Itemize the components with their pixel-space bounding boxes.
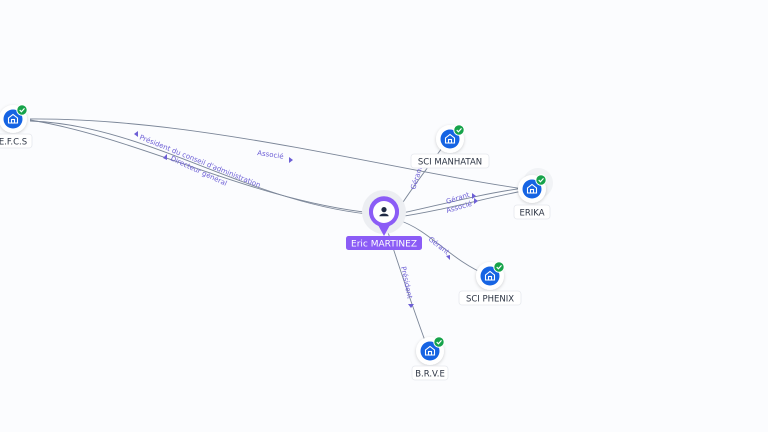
arrow-president-brve: [408, 304, 414, 308]
node-label-phenix: SCI PHENIX: [466, 295, 514, 305]
verified-badge-icon: [453, 124, 465, 136]
node-label-manhatan: SCI MANHATAN: [418, 158, 482, 168]
arrow-gerant-phenix: [446, 255, 450, 260]
edge-gerant-manhatan: [397, 140, 448, 211]
edge-gerant-phenix: [397, 219, 488, 276]
verified-badge-icon: [493, 261, 505, 273]
company-node-manhatan[interactable]: SCI MANHATAN: [410, 124, 490, 169]
arrow-associe-erika: [474, 198, 478, 204]
edge-associe-erika: [397, 189, 529, 218]
edge-label-president-brve: Président: [399, 266, 414, 300]
edge-label-president-conseil: Président du conseil d'administration: [138, 133, 261, 189]
edge-gerant-erika: [397, 187, 525, 215]
edge-president-conseil: [29, 120, 379, 216]
building-icon: [444, 133, 456, 144]
verified-badge-icon: [16, 104, 28, 116]
edge-arrows: [134, 131, 478, 308]
edge-label-associe-efcs-erika: Associé: [257, 149, 284, 161]
arrow-gerant-erika: [472, 193, 476, 199]
edge-directeur-general: [29, 119, 373, 214]
node-label-brve: B.R.V.E: [415, 370, 445, 380]
person-icon: [379, 207, 389, 217]
verified-badge-icon: [433, 336, 445, 348]
person-node-center[interactable]: Eric MARTINEZ: [346, 190, 422, 250]
edge-label-gerant-manhatan: Gérant: [409, 165, 424, 191]
building-icon: [424, 345, 436, 356]
node-label-erika: ERIKA: [519, 209, 544, 219]
building-icon: [526, 183, 538, 194]
edge-associe-efcs-erika: [29, 118, 525, 190]
edge-label-gerant-phenix: Gérant: [427, 235, 451, 256]
arrow-directeur-general: [134, 131, 138, 137]
node-label-box: [411, 365, 449, 381]
arrow-president-conseil: [163, 154, 167, 160]
company-node-efcs[interactable]: E.F.C.S: [0, 104, 33, 149]
edges: [29, 118, 529, 350]
node-label-box: [513, 204, 551, 220]
company-node-brve[interactable]: B.R.V.E: [411, 336, 449, 381]
building-icon: [7, 113, 19, 124]
node-label-box: [0, 133, 33, 149]
company-node-erika[interactable]: ERIKA: [513, 168, 553, 220]
verified-badge-icon: [535, 174, 547, 186]
node-label-efcs: E.F.C.S: [0, 138, 27, 148]
company-node-phenix[interactable]: SCI PHENIX: [458, 261, 522, 306]
arrow-associe-efcs-erika: [289, 157, 293, 163]
person-name-label: Eric MARTINEZ: [351, 240, 417, 250]
center-label-box: [346, 236, 422, 250]
building-icon: [484, 270, 496, 281]
node-label-box: [410, 153, 490, 169]
node-label-box: [458, 290, 522, 306]
